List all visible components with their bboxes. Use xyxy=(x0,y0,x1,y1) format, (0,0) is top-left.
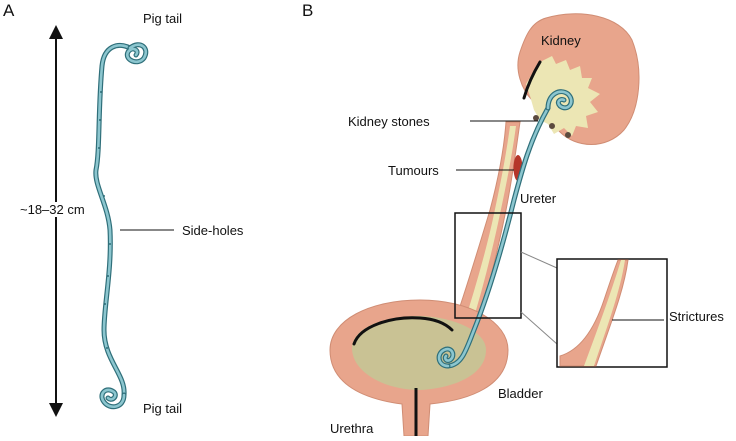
kidney-stones xyxy=(533,115,571,138)
bladder-lumen xyxy=(352,316,486,390)
ureteral-stent xyxy=(93,42,149,410)
side-holes-label: Side-holes xyxy=(182,223,244,238)
pigtail-bottom-label: Pig tail xyxy=(143,401,183,416)
urethra-label: Urethra xyxy=(330,421,374,436)
stricture-inset xyxy=(556,258,668,368)
panel-b-illustration xyxy=(329,13,668,437)
ureter-lumen xyxy=(462,126,516,330)
kidney-dark-edge xyxy=(522,60,542,100)
side-holes xyxy=(98,91,111,349)
strictures-label: Strictures xyxy=(669,309,724,324)
pigtail-top-label: Pig tail xyxy=(143,11,183,26)
stricture-lumen xyxy=(584,260,625,366)
panel-b-letter: B xyxy=(302,1,314,20)
pigtail-coil-bottom xyxy=(99,387,127,410)
kidney-stones-label: Kidney stones xyxy=(348,114,430,129)
ureter-label: Ureter xyxy=(520,191,557,206)
zoom-connector-top xyxy=(520,251,558,269)
stent-in-situ xyxy=(436,89,574,369)
kidney-label: Kidney xyxy=(541,33,581,48)
panel-a-letter: A xyxy=(3,1,15,20)
length-label: ~18–32 cm xyxy=(20,202,85,217)
stricture-tissue xyxy=(559,259,629,367)
zoom-box-ureter xyxy=(454,212,522,319)
bladder-label: Bladder xyxy=(498,386,543,401)
panel-a-illustration xyxy=(49,25,174,417)
zoom-connector-bottom xyxy=(520,311,558,345)
pigtail-coil-top xyxy=(124,42,149,65)
bladder xyxy=(329,299,509,437)
bladder-dark-edge xyxy=(352,316,454,346)
tumours-label: Tumours xyxy=(388,163,439,178)
